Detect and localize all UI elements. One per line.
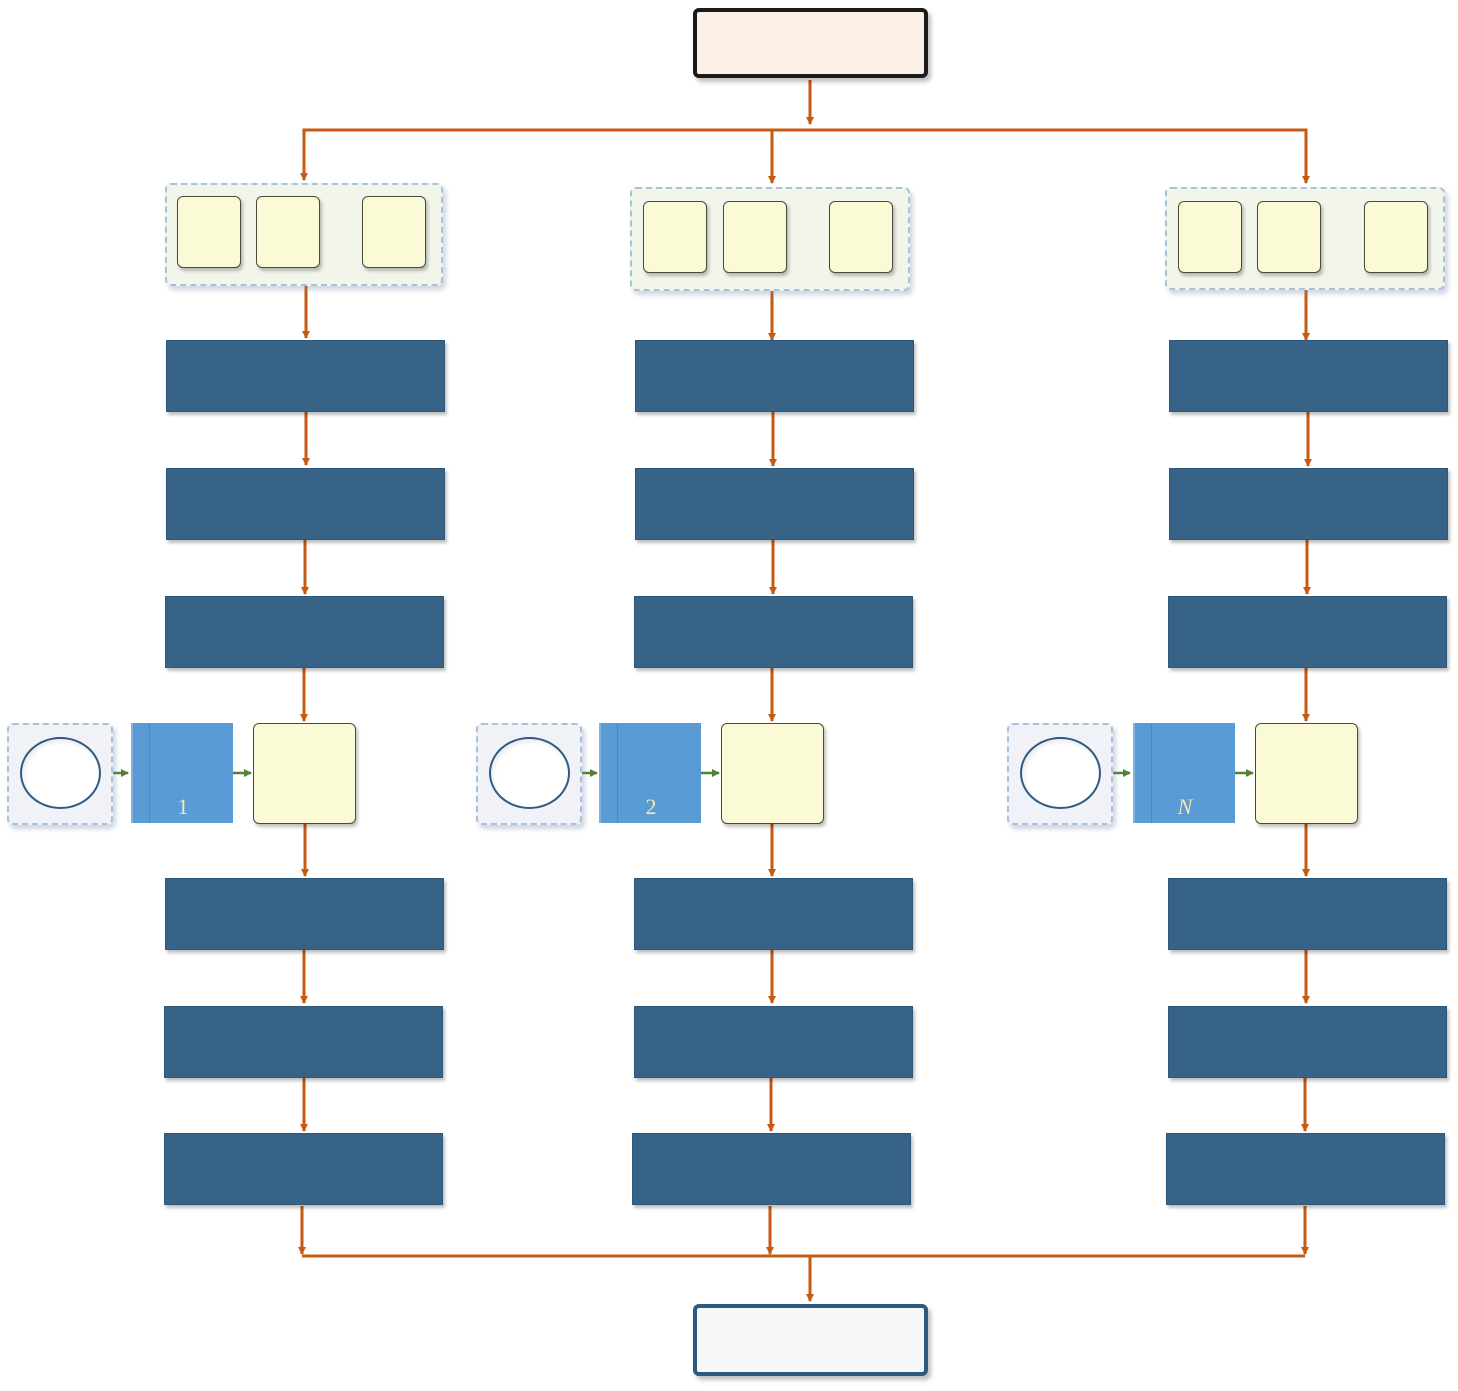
branch-2-label: 2 bbox=[645, 794, 657, 819]
branch-n-source-box bbox=[1007, 723, 1113, 825]
input-card bbox=[643, 201, 707, 273]
branch-2-merge-node bbox=[721, 723, 824, 824]
source-node bbox=[489, 737, 570, 809]
input-card bbox=[362, 196, 426, 268]
branch-1-step-3 bbox=[165, 596, 444, 668]
start-node bbox=[693, 8, 928, 78]
branch-2-step-2 bbox=[635, 468, 914, 540]
branch-2-source-box bbox=[476, 723, 582, 825]
branch-n-input-group bbox=[1165, 187, 1445, 290]
branch-1-label: 1 bbox=[177, 794, 189, 819]
branch-n-step-3 bbox=[1168, 596, 1447, 668]
branch-n-step-6 bbox=[1166, 1133, 1445, 1205]
branch-2-step-3 bbox=[634, 596, 913, 668]
branch-n-step-4 bbox=[1168, 878, 1447, 950]
input-card bbox=[723, 201, 787, 273]
branch-1-step-1 bbox=[166, 340, 445, 412]
branch-1-step-6 bbox=[164, 1133, 443, 1205]
end-node bbox=[693, 1304, 928, 1376]
branch-n-step-1 bbox=[1169, 340, 1448, 412]
top-bus bbox=[302, 128, 1308, 183]
branch-1-step-5 bbox=[164, 1006, 443, 1078]
branch-2-step-4 bbox=[634, 878, 913, 950]
branch-1-step-4 bbox=[165, 878, 444, 950]
branch-2-step-1 bbox=[635, 340, 914, 412]
branch-2-input-group bbox=[630, 187, 910, 291]
branch-n-merge-node bbox=[1255, 723, 1358, 824]
branch-n-step-5 bbox=[1168, 1006, 1447, 1078]
branch-1-input-group bbox=[165, 183, 443, 286]
branch-n-label: N bbox=[1177, 794, 1193, 819]
branch-1-source-box bbox=[7, 723, 113, 825]
input-card bbox=[1364, 201, 1428, 273]
input-card bbox=[829, 201, 893, 273]
input-card bbox=[1257, 201, 1321, 273]
source-node bbox=[20, 737, 101, 809]
branch-n-step-2 bbox=[1169, 468, 1448, 540]
branch-n-module: N bbox=[1133, 723, 1235, 823]
input-card bbox=[1178, 201, 1242, 273]
source-node bbox=[1020, 737, 1101, 809]
input-card bbox=[177, 196, 241, 268]
branch-1-merge-node bbox=[253, 723, 356, 824]
branch-2-step-5 bbox=[634, 1006, 913, 1078]
branch-1-module: 1 bbox=[131, 723, 233, 823]
branch-2-module: 2 bbox=[599, 723, 701, 823]
branch-1-step-2 bbox=[166, 468, 445, 540]
branch-2-step-6 bbox=[632, 1133, 911, 1205]
input-card bbox=[256, 196, 320, 268]
